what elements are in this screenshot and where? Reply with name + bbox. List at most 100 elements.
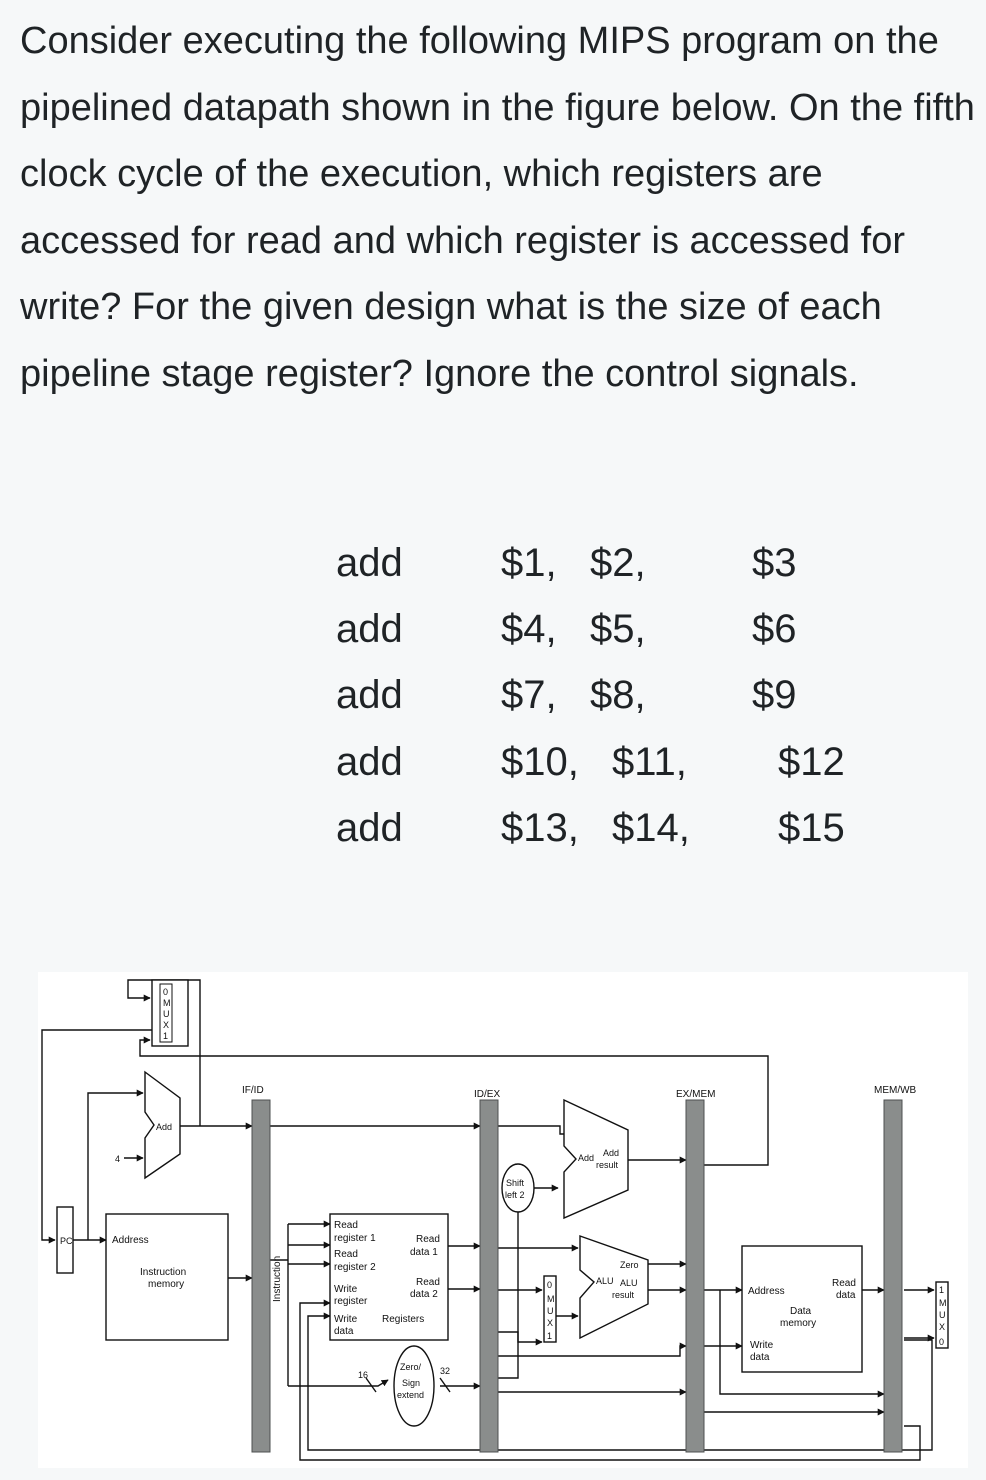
label-id-ex: ID/EX — [474, 1089, 500, 1100]
pipeline-register-ex-mem — [685, 1099, 705, 1453]
mux-pc-u: U — [163, 1009, 170, 1019]
mux-pc-m: M — [163, 998, 171, 1008]
mux-pc-in1: 1 — [163, 1031, 168, 1041]
program-line: add $1, $2, $3 — [0, 541, 986, 601]
dmem-address-label: Address — [748, 1286, 785, 1297]
opcode: add — [336, 806, 403, 850]
operand-rs: $13, — [501, 806, 579, 850]
wires — [41, 979, 935, 1461]
constant-four: 4 — [115, 1154, 120, 1164]
reg-write-data-a: Write — [334, 1314, 358, 1325]
mux-pc-in0: 0 — [163, 987, 168, 997]
mux-alu-m: M — [547, 1294, 555, 1304]
sign-extend-line2: Sign — [402, 1378, 420, 1388]
shift-left-line1: Shift — [506, 1178, 525, 1188]
dmem-name-line2: memory — [780, 1318, 816, 1329]
imem-name-line1: Instruction — [140, 1267, 186, 1278]
alu-zero: Zero — [620, 1260, 639, 1270]
operand-rt: $11, — [612, 740, 687, 784]
operand-rs: $10, — [501, 740, 579, 784]
mux-pc-source-inner — [159, 983, 173, 1043]
sign-extend-unit — [393, 1345, 435, 1427]
mux-wb-in0: 0 — [939, 1337, 944, 1347]
reg-read-register1-a: Read — [334, 1220, 358, 1231]
reg-read-data1-a: Read — [416, 1234, 440, 1245]
dmem-read-data-line2: data — [836, 1290, 856, 1301]
operand-rd: $12 — [778, 740, 845, 784]
opcode: add — [336, 607, 403, 651]
mux-alu-src — [543, 1275, 557, 1343]
alu-result-line2: result — [612, 1290, 635, 1300]
program-line: add $4, $5, $6 — [0, 607, 986, 667]
reg-read-data2-a: Read — [416, 1277, 440, 1288]
program-line: add $13, $14, $15 — [0, 806, 986, 866]
registers-title: Registers — [382, 1314, 424, 1325]
label-mem-wb: MEM/WB — [874, 1085, 917, 1096]
operand-rt: $2, — [590, 541, 646, 585]
operand-rs: $1, — [501, 541, 557, 585]
mux-mem-to-reg — [935, 1281, 949, 1349]
pipeline-register-if-id — [251, 1099, 271, 1453]
imem-address-label: Address — [112, 1235, 149, 1246]
reg-write-register-a: Write — [334, 1284, 358, 1295]
operand-rt: $14, — [612, 806, 690, 850]
opcode: add — [336, 740, 403, 784]
branch-adder — [563, 1098, 629, 1220]
operand-rt: $8, — [590, 673, 646, 717]
dmem-write-data-line1: Write — [750, 1340, 774, 1351]
operand-rd: $15 — [778, 806, 845, 850]
mux-alu-in1: 1 — [547, 1331, 552, 1341]
reg-write-register-b: register — [334, 1296, 368, 1307]
mux-alu-in0: 0 — [547, 1280, 552, 1290]
pc-label: PC — [60, 1236, 73, 1246]
mux-alu-x: X — [547, 1318, 553, 1328]
mux-wb-x: X — [939, 1322, 945, 1332]
program-line: add $10, $11, $12 — [0, 740, 986, 800]
reg-read-register1-b: register 1 — [334, 1233, 376, 1244]
reg-read-register2-b: register 2 — [334, 1262, 376, 1273]
operand-rs: $7, — [501, 673, 557, 717]
operand-rd: $6 — [752, 607, 797, 651]
pipelined-datapath-diagram: IF/ID ID/EX EX/MEM MEM/WB PC 0 M U X 1 A… — [38, 972, 968, 1468]
operand-rs: $4, — [501, 607, 557, 651]
reg-write-data-b: data — [334, 1326, 354, 1337]
branch-adder-line2: result — [596, 1160, 619, 1170]
branch-adder-line1: Add — [603, 1148, 619, 1158]
label-ex-mem: EX/MEM — [676, 1089, 715, 1100]
operand-rd: $3 — [752, 541, 797, 585]
operand-rt: $5, — [590, 607, 646, 651]
alu — [579, 1235, 649, 1340]
imem-name-line2: memory — [148, 1279, 184, 1290]
mux-wb-u: U — [939, 1310, 946, 1320]
sign-extend-line3: extend — [397, 1390, 424, 1400]
sign-extend-in-bits: 16 — [358, 1370, 368, 1380]
instruction-bus-label: Instruction — [272, 1256, 283, 1302]
pc-register — [56, 1206, 74, 1274]
reg-read-data2-b: data 2 — [410, 1289, 438, 1300]
shift-left-line2: left 2 — [505, 1190, 525, 1200]
dmem-read-data-line1: Read — [832, 1278, 856, 1289]
pc-adder-label: Add — [156, 1122, 172, 1132]
reg-read-register2-a: Read — [334, 1249, 358, 1260]
alu-symbol: ALU — [596, 1276, 614, 1286]
pipeline-register-mem-wb — [883, 1099, 903, 1453]
opcode: add — [336, 541, 403, 585]
mux-pc-x: X — [163, 1020, 169, 1030]
alu-result-line1: ALU — [620, 1278, 638, 1288]
pipeline-register-id-ex — [479, 1099, 499, 1453]
instruction-memory — [105, 1213, 229, 1341]
opcode: add — [336, 673, 403, 717]
reg-read-data1-b: data 1 — [410, 1247, 438, 1258]
sign-extend-line1: Zero/ — [400, 1362, 422, 1372]
sign-extend-out-bits: 32 — [440, 1366, 450, 1376]
register-file — [329, 1213, 449, 1341]
mux-wb-m: M — [939, 1298, 947, 1308]
program-line: add $7, $8, $9 — [0, 673, 986, 733]
operand-rd: $9 — [752, 673, 797, 717]
question-text: Consider executing the following MIPS pr… — [20, 20, 975, 395]
shift-left-2 — [501, 1163, 535, 1213]
branch-adder-add: Add — [578, 1153, 594, 1163]
data-memory — [741, 1245, 863, 1373]
mux-wb-in1: 1 — [939, 1285, 944, 1295]
pc-adder — [144, 1070, 181, 1180]
